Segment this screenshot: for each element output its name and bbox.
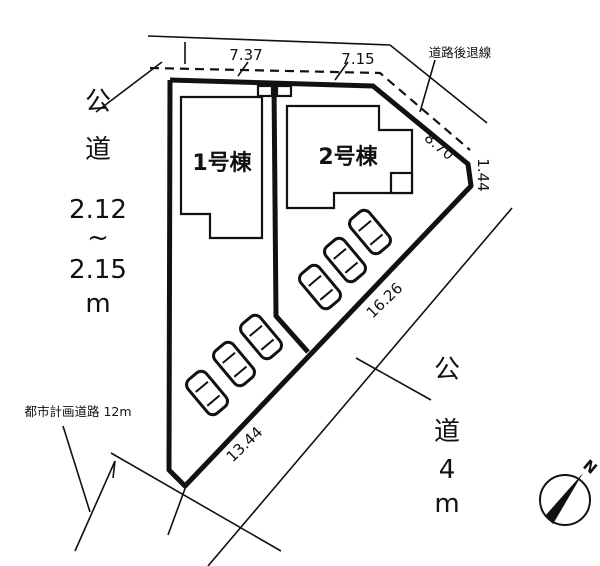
dim-se-upper: 16.26 [363,279,406,322]
dim-diag-ne: 8.70 [421,129,458,164]
dim-top-left: 7.37 [229,46,262,64]
road-width-crossline [355,357,432,401]
road-width: 4 [439,455,456,485]
southeast-road-edge [207,207,513,566]
lot-boundary [166,77,474,489]
road-char: 道 [434,417,460,447]
left-road-label: 公 道 2.12 ~ 2.15 m [69,87,127,319]
road-char: 道 [85,135,111,165]
car-icon [323,236,367,284]
dim-se-lower: 13.44 [223,423,266,466]
north-compass-icon: N [539,456,600,526]
car-icon [185,369,229,417]
building-1: 1号棟 [179,95,264,240]
dim-tick-737 [237,61,249,77]
planned-road-leader-1 [62,425,91,513]
lot-divider [271,83,310,354]
road-char: 公 [85,87,111,117]
dim-tick-715 [334,61,349,81]
meter-box [256,84,274,98]
right-road-label: 公 道 4 m [434,355,460,519]
road-width-min: 2.12 [69,195,127,225]
road-width-max: 2.15 [69,255,127,285]
planned-road-crossline [110,452,282,552]
north-road-edge [147,35,488,124]
setback-leader [419,59,436,113]
car-icon [298,263,342,311]
car-icon [348,208,392,256]
parking-cars [185,208,392,417]
arrow-tick [112,460,116,479]
boundary-extension [167,485,187,536]
car-icon [239,313,283,361]
setback-line-label: 道路後退線 [429,45,492,60]
planned-road-leader-2 [74,460,116,552]
north-label: N [579,456,600,478]
road-width-tilde: ~ [87,223,109,253]
road-char: 公 [434,355,460,385]
building-1-label: 1号棟 [192,150,252,176]
dim-top-right: 7.15 [341,50,374,68]
road-width-unit: m [434,489,459,519]
meter-box [275,84,293,98]
car-icon [212,340,256,388]
setback-line [149,66,471,151]
left-road-leader [95,61,163,113]
building-2: 2号棟 [285,104,414,210]
road-width-unit: m [85,289,110,319]
dim-east: 1.44 [474,158,492,191]
building-2-label: 2号棟 [318,144,378,170]
planned-road-label: 都市計画道路 12m [24,404,131,419]
